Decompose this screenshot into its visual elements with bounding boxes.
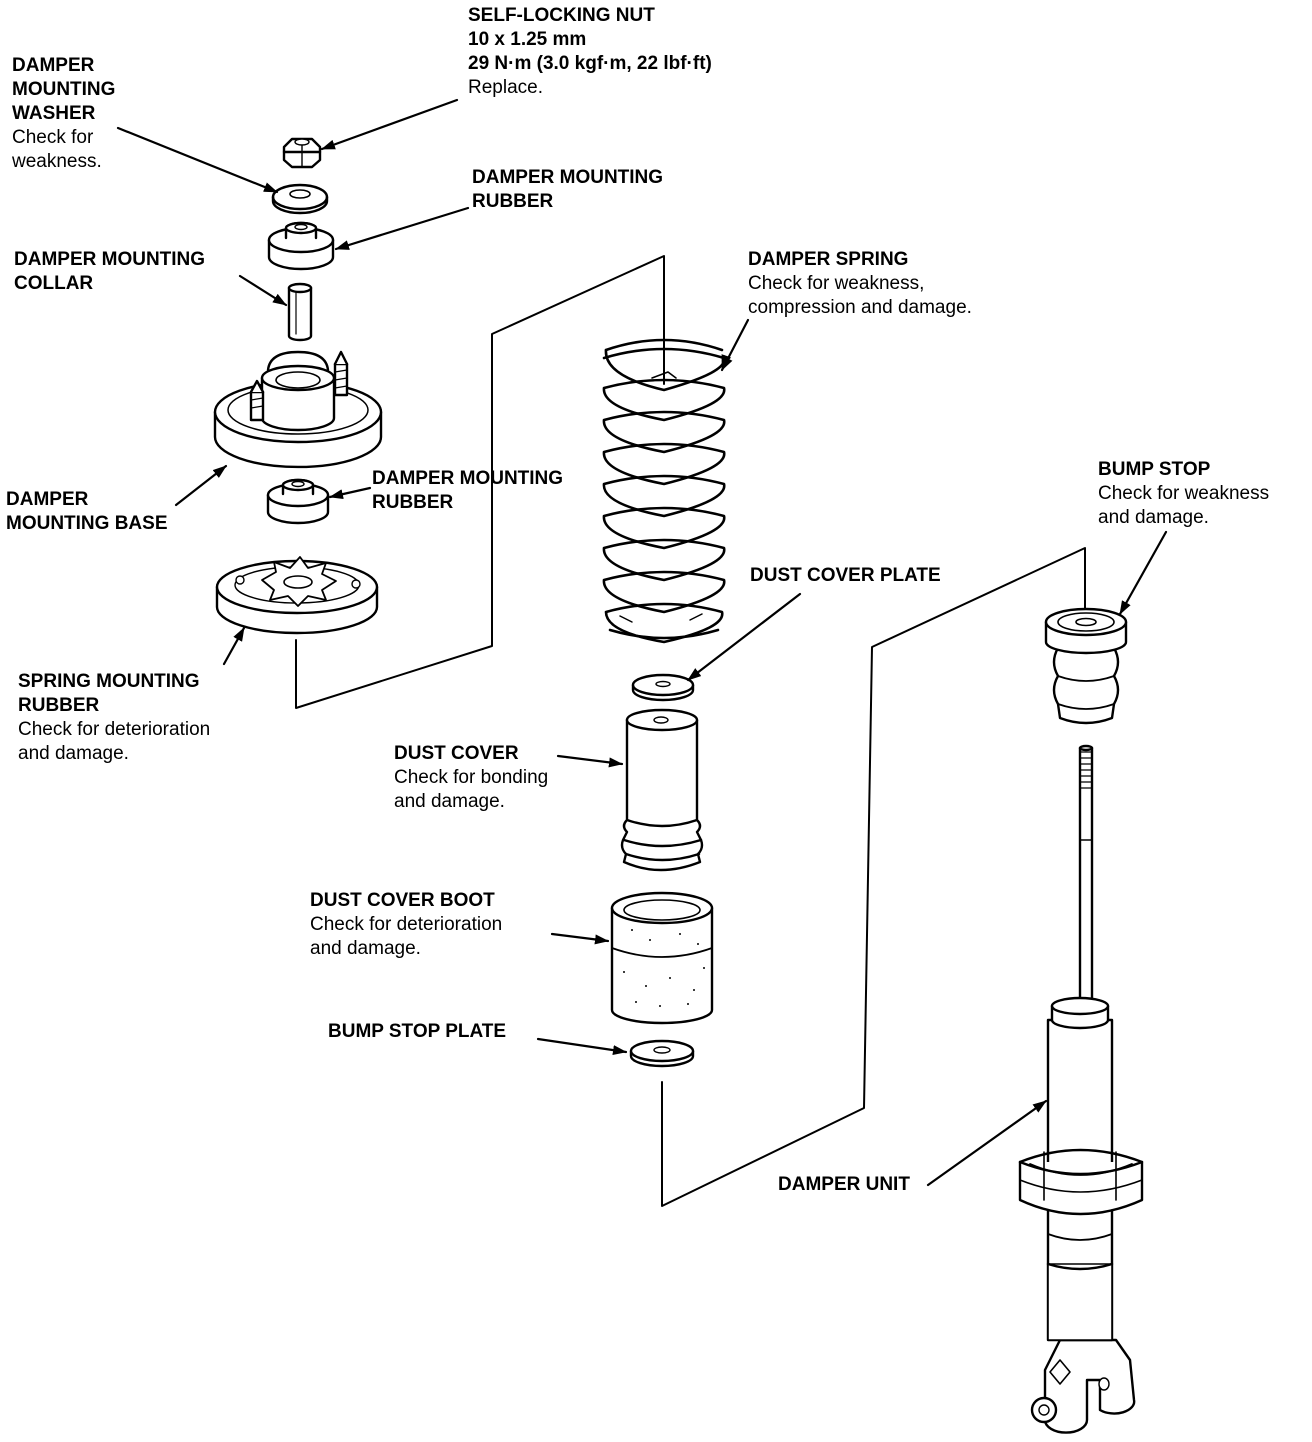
label-note-line: Check for weakness xyxy=(1098,483,1270,504)
label-note-line: and damage. xyxy=(18,743,129,764)
damper-mounting-rubber-lower-label: DAMPER MOUNTING RUBBER xyxy=(372,467,563,515)
label-note-line: Check for weakness, xyxy=(748,273,925,294)
label-title-line: DUST COVER xyxy=(394,743,519,764)
label-note-line: compression and damage. xyxy=(748,297,972,318)
damper-spring-label: DAMPER SPRING Check for weakness, compress… xyxy=(748,248,972,320)
label-note-line: Check for xyxy=(12,127,94,148)
label-note-line: and damage. xyxy=(394,791,505,812)
label-title-line: MOUNTING xyxy=(12,79,116,100)
dust-cover-boot-part xyxy=(610,891,714,1025)
label-title-line: DAMPER UNIT xyxy=(778,1174,910,1195)
label-title-line: MOUNTING BASE xyxy=(6,513,168,534)
label-note-line: weakness. xyxy=(12,151,102,172)
label-title-line: DAMPER xyxy=(6,489,89,510)
label-title-line: DAMPER MOUNTING xyxy=(372,468,564,489)
label-title-line: BUMP STOP xyxy=(1098,459,1211,480)
label-title-line: DUST COVER PLATE xyxy=(750,565,941,586)
self-locking-nut-part xyxy=(282,137,322,169)
damper-mounting-rubber-upper-label: DAMPER MOUNTING RUBBER xyxy=(472,166,663,214)
spring-mounting-rubber-label: SPRING MOUNTING RUBBER Check for deteriora… xyxy=(18,670,210,766)
dust-cover-part xyxy=(620,708,704,872)
damper-spring-part xyxy=(602,338,726,644)
spring-mounting-rubber-part xyxy=(215,556,379,635)
label-title-line: DAMPER MOUNTING xyxy=(472,167,664,188)
damper-unit-part xyxy=(1018,744,1144,1434)
bump-stop-part xyxy=(1044,607,1128,725)
label-title-line: BUMP STOP PLATE xyxy=(328,1021,507,1042)
label-title-line: SPRING MOUNTING xyxy=(18,671,200,692)
label-title-line: SELF-LOCKING NUT xyxy=(468,5,655,26)
damper-mounting-rubber-upper-part xyxy=(267,221,335,271)
damper-mounting-base-part xyxy=(213,350,383,469)
dust-cover-plate-part xyxy=(631,673,695,702)
label-title-line: DUST COVER BOOT xyxy=(310,890,495,911)
leader-arrows xyxy=(116,98,1168,1187)
dust-cover-plate-label: DUST COVER PLATE xyxy=(750,564,941,588)
label-title-line: RUBBER xyxy=(18,695,100,716)
bump-stop-plate-label: BUMP STOP PLATE xyxy=(328,1020,506,1044)
label-title-line: DAMPER xyxy=(12,55,95,76)
damper-mounting-collar-label: DAMPER MOUNTING COLLAR xyxy=(14,248,205,296)
damper-mounting-base-label: DAMPER MOUNTING BASE xyxy=(6,488,168,536)
dust-cover-boot-label: DUST COVER BOOT Check for deterioration an… xyxy=(310,889,502,961)
label-title-line: WASHER xyxy=(12,103,96,124)
label-note-line: Check for bonding xyxy=(394,767,549,788)
bump-stop-label: BUMP STOP Check for weakness and damage. xyxy=(1098,458,1269,530)
damper-mounting-collar-part xyxy=(287,282,313,342)
bump-stop-plate-part xyxy=(629,1039,695,1068)
label-note-line: and damage. xyxy=(310,938,421,959)
label-title-line: 29 N·m (3.0 kgf·m, 22 lbf·ft) xyxy=(468,53,712,74)
damper-mounting-washer-part xyxy=(271,183,329,215)
damper-mounting-rubber-lower-part xyxy=(266,478,330,525)
damper-mounting-washer-label: DAMPER MOUNTING WASHER Check for weakness. xyxy=(12,54,115,174)
label-title-line: 10 x 1.25 mm xyxy=(468,29,587,50)
label-note-line: Replace. xyxy=(468,77,543,98)
label-note-line: Check for deterioration xyxy=(18,719,211,740)
label-title-line: RUBBER xyxy=(472,191,554,212)
label-title-line: RUBBER xyxy=(372,492,454,513)
damper-unit-label: DAMPER UNIT xyxy=(778,1173,910,1197)
label-title-line: DAMPER MOUNTING xyxy=(14,249,206,270)
label-note-line: and damage. xyxy=(1098,507,1209,528)
label-title-line: COLLAR xyxy=(14,273,94,294)
label-title-line: DAMPER SPRING xyxy=(748,249,909,270)
self-locking-nut-label: SELF-LOCKING NUT 10 x 1.25 mm 29 N·m (3.0 … xyxy=(468,4,712,100)
label-note-line: Check for deterioration xyxy=(310,914,503,935)
assembly-guide-lines xyxy=(295,255,1086,1207)
dust-cover-label: DUST COVER Check for bonding and damage. xyxy=(394,742,548,814)
